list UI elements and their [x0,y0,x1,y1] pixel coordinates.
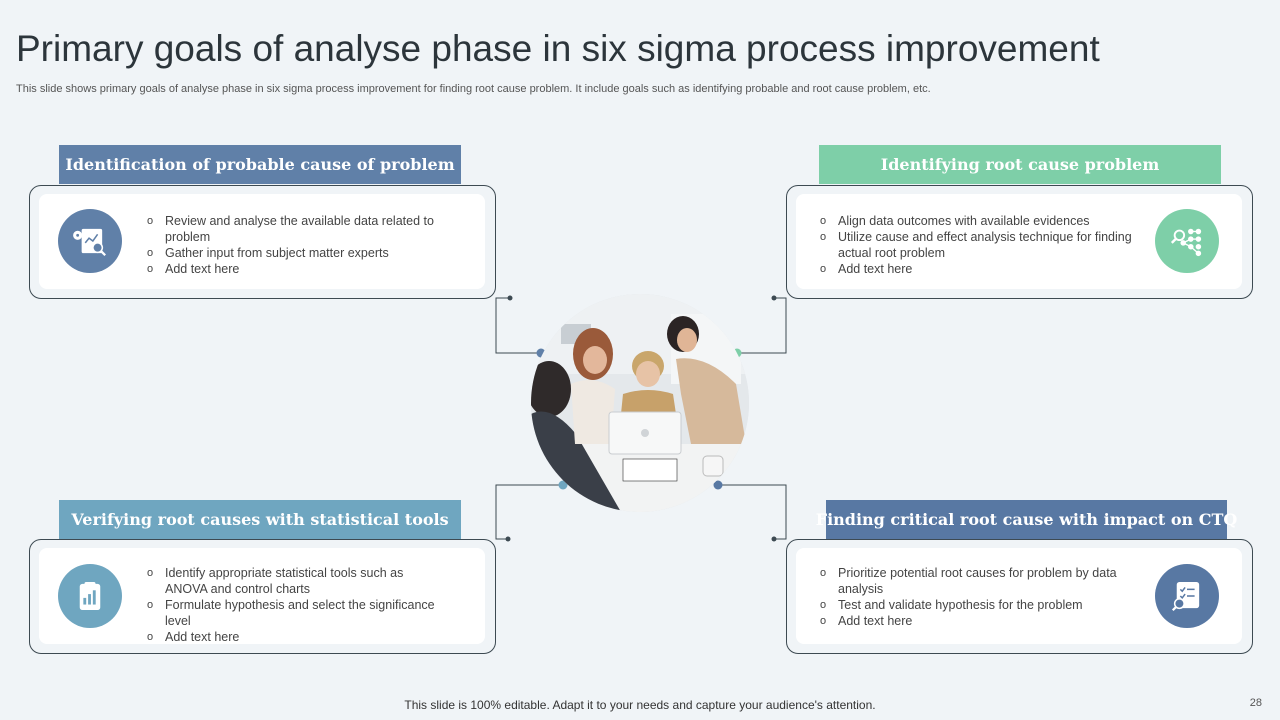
bullet-item: Gather input from subject matter experts [147,245,467,261]
bullet-item: Identify appropriate statistical tools s… [147,565,447,597]
bullet-item: Add text here [820,613,1120,629]
analysis-report-icon [58,209,122,273]
bullet-item: Add text here [147,629,447,645]
page-subtitle: This slide shows primary goals of analys… [16,83,931,95]
box-root-cause: Align data outcomes with available evide… [786,185,1253,299]
statistics-clipboard-icon [58,564,122,628]
page-title: Primary goals of analyse phase in six si… [16,28,1100,69]
team-photo [531,294,749,512]
bullet-item: Utilize cause and effect analysis techni… [820,229,1160,261]
bullet-item: Formulate hypothesis and select the sign… [147,597,447,629]
heading-probable-cause-text: Identification of probable cause of prob… [65,155,455,174]
bullet-list-statistical-tools: Identify appropriate statistical tools s… [147,565,447,645]
heading-root-cause: Identifying root cause problem [819,145,1221,184]
bullet-item: Test and validate hypothesis for the pro… [820,597,1120,613]
box-critical-root-cause: Prioritize potential root causes for pro… [786,539,1253,654]
bullet-list-critical-root-cause: Prioritize potential root causes for pro… [820,565,1120,629]
heading-probable-cause: Identification of probable cause of prob… [59,145,461,184]
card-critical-root-cause: Prioritize potential root causes for pro… [796,548,1242,644]
box-statistical-tools: Identify appropriate statistical tools s… [29,539,496,654]
checklist-search-icon [1155,564,1219,628]
connector-dot-bottom-right [713,480,723,490]
heading-statistical-tools: Verifying root causes with statistical t… [59,500,461,539]
box-probable-cause: Review and analyse the available data re… [29,185,496,299]
team-photo-illustration [531,294,749,512]
bullet-item: Add text here [820,261,1160,277]
network-search-icon [1155,209,1219,273]
page-number: 28 [1249,697,1262,709]
bullet-item: Align data outcomes with available evide… [820,213,1160,229]
bullet-item: Add text here [147,261,467,277]
heading-critical-root-cause: Finding critical root cause with impact … [816,500,1237,539]
card-statistical-tools: Identify appropriate statistical tools s… [39,548,485,645]
heading-critical-root-cause-text: Finding critical root cause with impact … [815,510,1238,529]
card-probable-cause: Review and analyse the available data re… [39,194,485,289]
bullet-list-probable-cause: Review and analyse the available data re… [147,213,467,277]
bullet-list-root-cause: Align data outcomes with available evide… [820,213,1160,277]
footer-note: This slide is 100% editable. Adapt it to… [404,698,876,712]
bullet-item: Review and analyse the available data re… [147,213,467,245]
heading-root-cause-text: Identifying root cause problem [880,155,1160,174]
heading-statistical-tools-text: Verifying root causes with statistical t… [71,510,449,529]
bullet-item: Prioritize potential root causes for pro… [820,565,1120,597]
card-root-cause: Align data outcomes with available evide… [796,194,1242,289]
